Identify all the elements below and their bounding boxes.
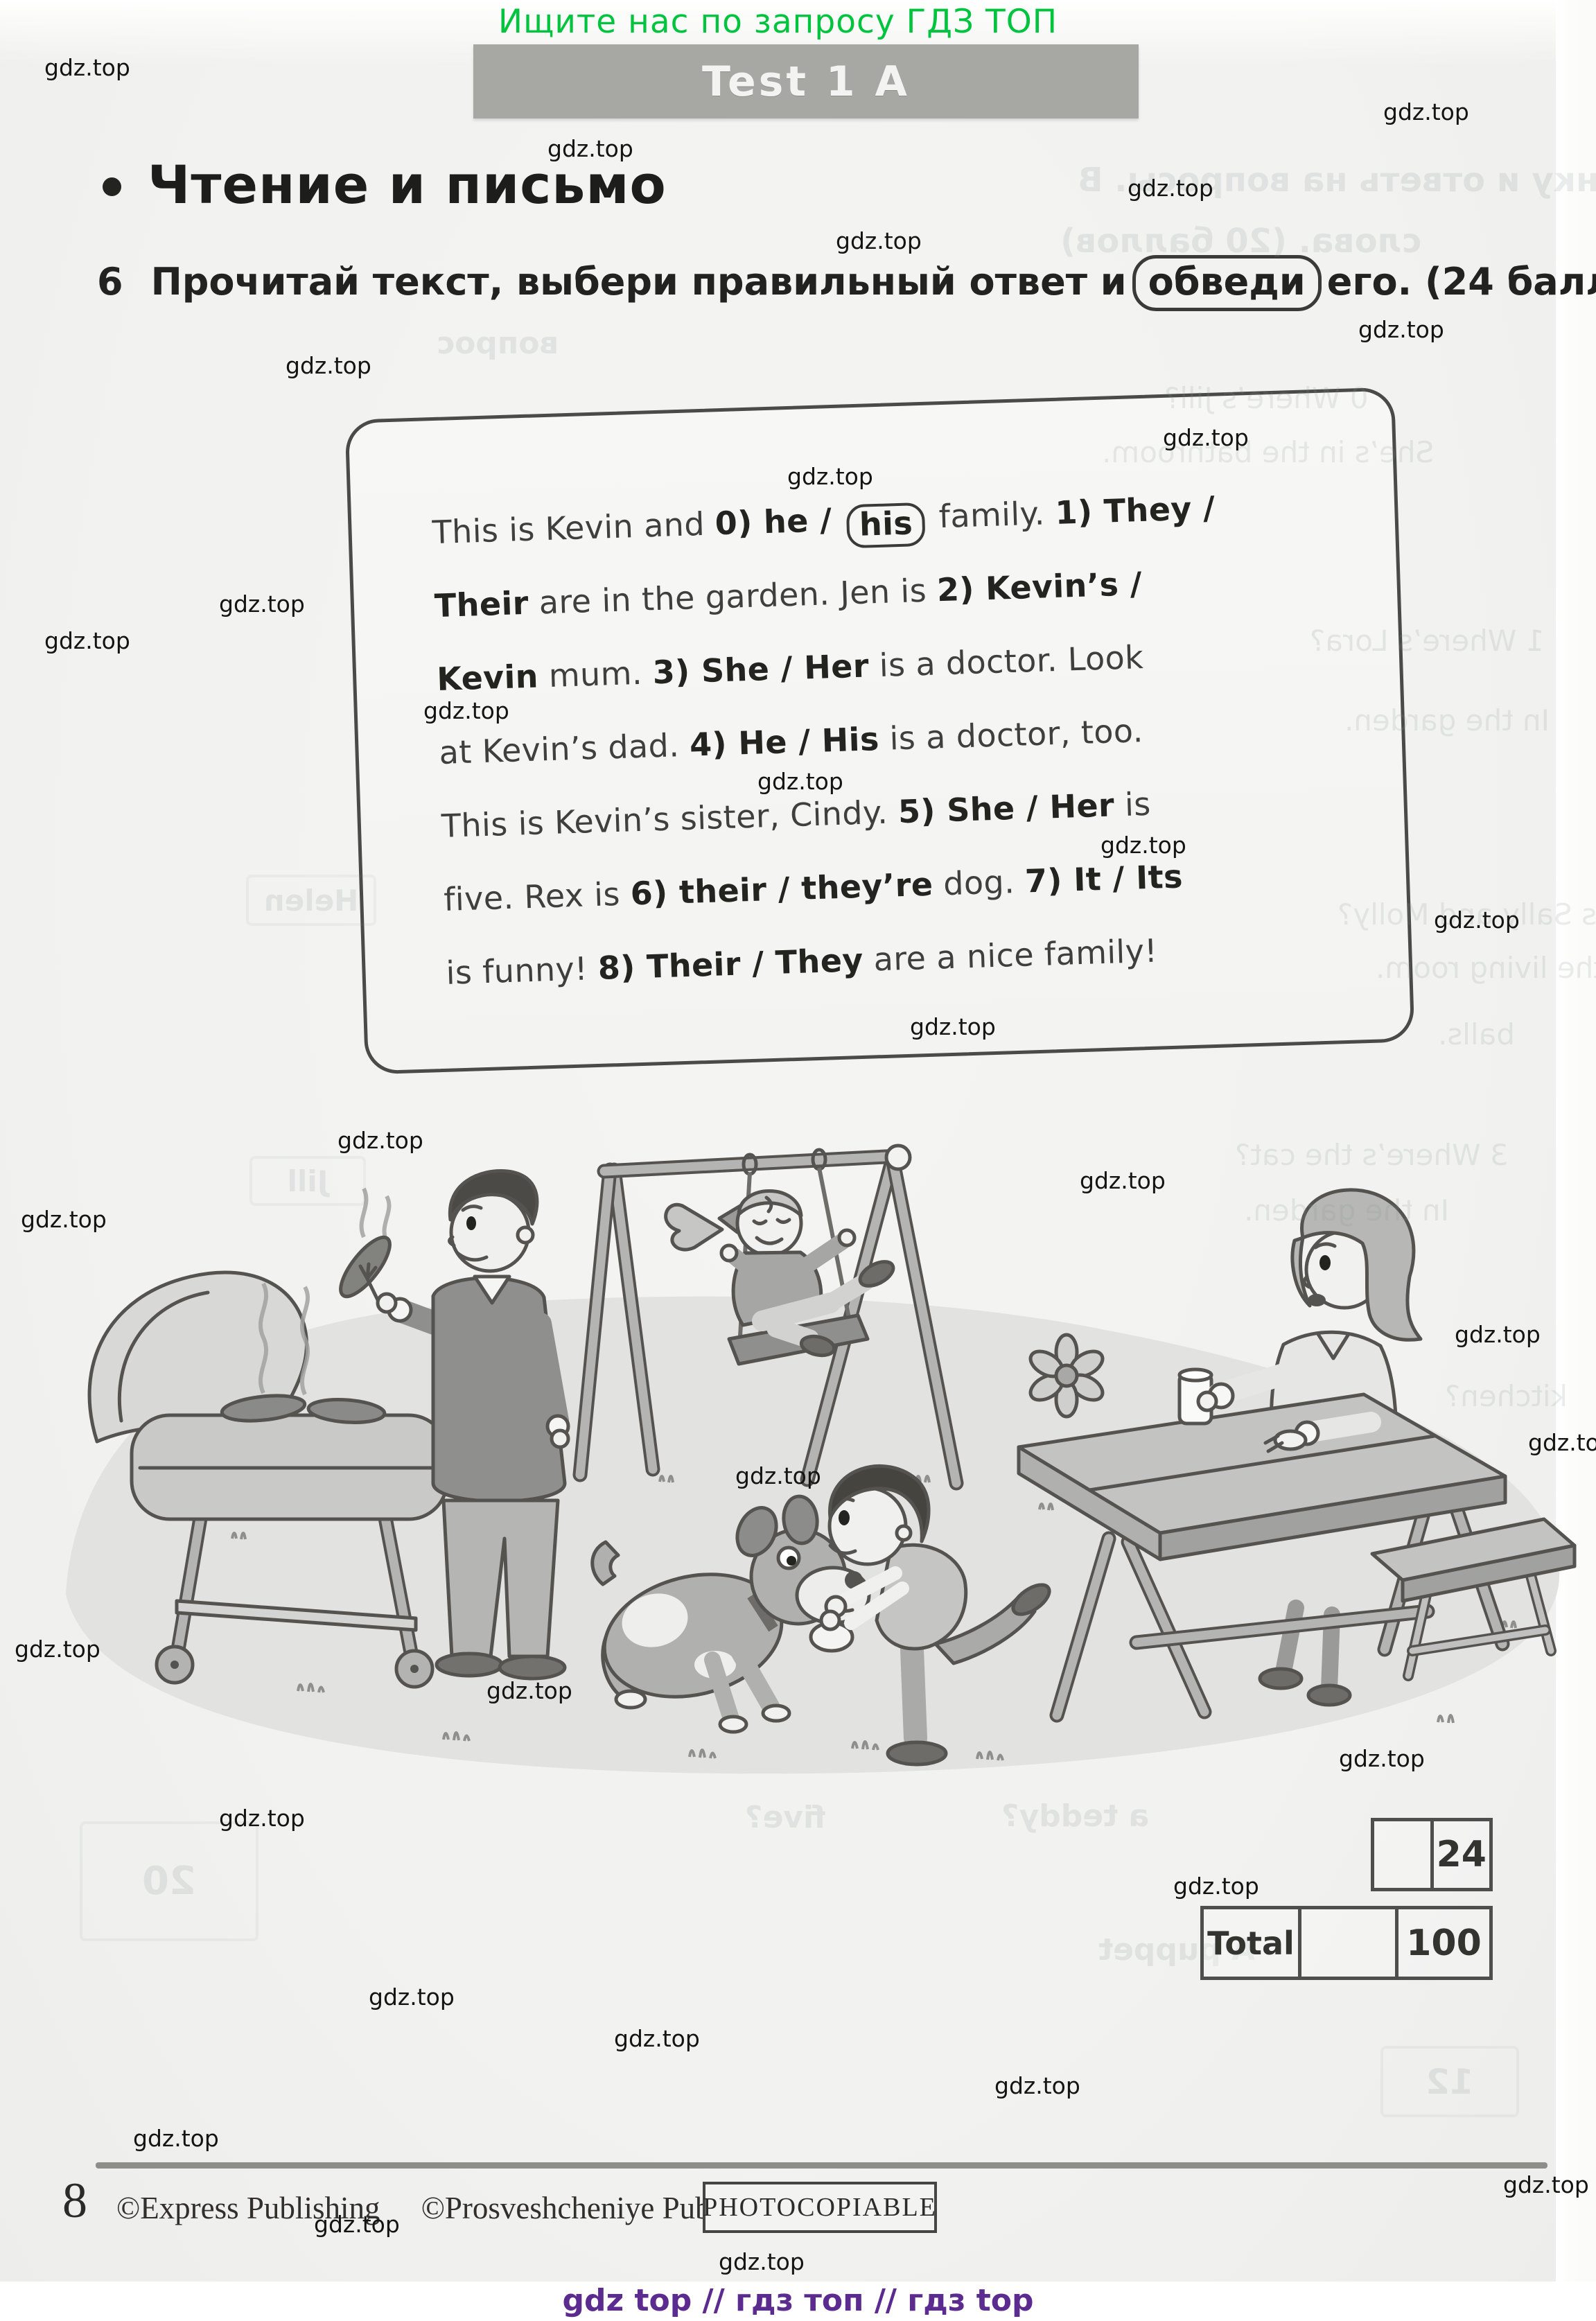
seo-banner-text: Ищите нас по запросу ГДЗ ТОП bbox=[498, 3, 1058, 41]
watermark: gdz.top bbox=[286, 352, 371, 379]
watermark: gdz.top bbox=[994, 2072, 1080, 2099]
watermark: gdz.top bbox=[314, 2211, 400, 2238]
bleed-through-text: Jill bbox=[249, 1156, 366, 1206]
watermark: gdz.top bbox=[910, 1013, 996, 1040]
flower bbox=[1028, 1333, 1105, 1419]
sausage bbox=[339, 1235, 392, 1299]
boy-figure bbox=[819, 1464, 1051, 1767]
mother-arms bbox=[1196, 1360, 1381, 1453]
total-score-box: Total 100 bbox=[1200, 1906, 1493, 1980]
picnic-table bbox=[1017, 1392, 1510, 1723]
bleed-through-text: balls. bbox=[1438, 1017, 1515, 1051]
bleed-through-text: kitchen? bbox=[1445, 1379, 1568, 1413]
section-heading: Чтение и письмо bbox=[103, 154, 667, 216]
watermark: gdz.top bbox=[1100, 832, 1186, 859]
total-max-cell: 100 bbox=[1406, 1922, 1482, 1964]
bleed-through-text: 3 Where’s the cat? bbox=[1235, 1138, 1509, 1172]
watermark: gdz.top bbox=[547, 135, 633, 162]
father-figure bbox=[339, 1169, 570, 1681]
publisher-express: ©Express Publishing bbox=[116, 2191, 380, 2225]
score-input-cell bbox=[1374, 1821, 1434, 1888]
score-max-cell: 24 bbox=[1436, 1834, 1487, 1875]
bleed-through-text: five? bbox=[745, 1800, 826, 1835]
bleed-through-text: In the garden. bbox=[1244, 1193, 1450, 1227]
watermark: gdz.top bbox=[836, 227, 922, 254]
watermark: gdz.top bbox=[735, 1462, 821, 1489]
watermark: gdz.top bbox=[369, 1983, 455, 2011]
watermark: gdz.top bbox=[757, 768, 843, 795]
total-label: Total bbox=[1204, 1909, 1301, 1977]
bleed-through-text: In the garden. bbox=[1344, 703, 1550, 737]
watermark: gdz.top bbox=[1163, 424, 1249, 451]
bleed-through-text: 20 bbox=[80, 1821, 258, 1941]
barbecue-grill bbox=[87, 1270, 449, 1689]
test-title: Test 1 A bbox=[701, 57, 910, 106]
watermark: gdz.top bbox=[423, 697, 509, 724]
watermark: gdz.top bbox=[1173, 1873, 1259, 1900]
seo-footer-text: gdz top // гдз топ // гдз top bbox=[562, 2283, 1034, 2318]
watermark: gdz.top bbox=[614, 2025, 700, 2052]
watermark: gdz.top bbox=[21, 1206, 107, 1233]
bleed-through-text: 1 Where’s Lora? bbox=[1310, 624, 1545, 658]
photocopiable-badge: PHOTOCOPIABLE bbox=[703, 2182, 937, 2233]
bench bbox=[1370, 1517, 1577, 1681]
bleed-through-text: Helen bbox=[246, 875, 376, 926]
scan-edge-bottom bbox=[0, 2281, 1596, 2321]
watermark: gdz.top bbox=[44, 54, 130, 81]
girl-on-swing bbox=[664, 1189, 895, 1358]
watermark: gdz.top bbox=[1339, 1745, 1425, 1772]
watermark: gdz.top bbox=[219, 590, 305, 618]
test-title-band: Test 1 A bbox=[473, 44, 1139, 119]
instruction-suffix: его. (24 балла) bbox=[1326, 260, 1596, 304]
footer-divider bbox=[96, 2162, 1547, 2169]
task-instruction: 6 Прочитай текст, выбери правильный ответ… bbox=[97, 255, 1596, 311]
watermark: gdz.top bbox=[15, 1636, 100, 1663]
bleed-through-text: 0 Where’s Jill? bbox=[1164, 381, 1369, 415]
garden-illustration bbox=[66, 1144, 1577, 1774]
scan-edge-right bbox=[1556, 0, 1596, 2281]
watermark: gdz.top bbox=[219, 1805, 305, 1832]
bullet-icon bbox=[103, 177, 121, 196]
task-number: 6 bbox=[97, 260, 123, 304]
bleed-through-text: She’s in the bathroom. bbox=[1102, 435, 1435, 469]
watermark: gdz.top bbox=[1503, 2171, 1589, 2198]
bleed-through-text: вопрос bbox=[437, 326, 559, 361]
task-score-box: 24 bbox=[1371, 1818, 1493, 1891]
watermark: gdz.top bbox=[486, 1677, 572, 1704]
reading-passage-box: This is Kevin and 0) he / his family. 1)… bbox=[344, 387, 1415, 1075]
watermark: gdz.top bbox=[133, 2125, 219, 2152]
circled-word: обведи bbox=[1132, 255, 1322, 311]
page-number: 8 bbox=[62, 2173, 87, 2228]
watermark: gdz.top bbox=[1455, 1321, 1541, 1348]
watermark: gdz.top bbox=[1383, 98, 1469, 125]
watermark: gdz.top bbox=[719, 2248, 805, 2275]
watermark: gdz.top bbox=[1434, 906, 1520, 934]
watermark: gdz.top bbox=[787, 463, 873, 490]
scan-background bbox=[0, 0, 1556, 2281]
watermark: gdz.top bbox=[44, 627, 130, 654]
instruction-prefix: Прочитай текст, выбери правильный ответ … bbox=[150, 260, 1127, 304]
watermark: gdz.top bbox=[1528, 1429, 1596, 1456]
total-input-cell bbox=[1301, 1909, 1398, 1977]
watermark: gdz.top bbox=[1358, 316, 1444, 343]
circled-answer: his bbox=[846, 502, 927, 548]
watermark: gdz.top bbox=[1128, 175, 1213, 202]
watermark: gdz.top bbox=[337, 1127, 423, 1154]
bleed-through-text: 12 bbox=[1380, 2046, 1519, 2117]
bleed-through-text: слова. (20 баллов) bbox=[1060, 222, 1422, 261]
watermark: gdz.top bbox=[1080, 1167, 1166, 1194]
bleed-through-text: In the living room. bbox=[1376, 951, 1596, 985]
bleed-through-text: a teddy? bbox=[1001, 1798, 1150, 1834]
section-title: Чтение и письмо bbox=[148, 154, 667, 216]
